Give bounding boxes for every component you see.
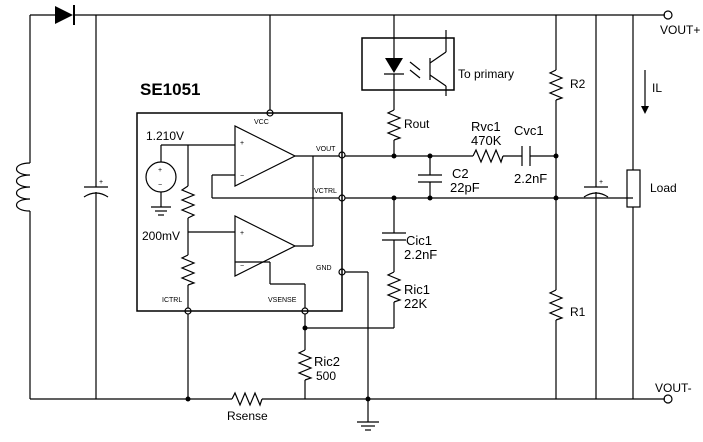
junction-gnd-rail: [365, 396, 371, 402]
resistor-rvc1: Rvc1 470K: [430, 119, 522, 164]
resistor-ric1: Ric1 22K: [305, 271, 430, 329]
ic-internal-wiring: 200mV: [142, 144, 339, 308]
pin-vout-label: VOUT: [316, 146, 336, 153]
resistor-r2: R2: [548, 15, 586, 290]
il-label: IL: [652, 81, 662, 95]
ref-voltage-label: 1.210V: [146, 129, 184, 143]
capacitor-right-plus: +: [599, 179, 603, 186]
cvc1-value: 2.2nF: [514, 171, 547, 186]
optocoupler: To primary: [361, 30, 514, 96]
rvc1-name: Rvc1: [471, 119, 501, 134]
ref-plus: +: [158, 167, 162, 174]
ic-package: SE1051: [136, 80, 343, 312]
pin-vout: [338, 151, 346, 159]
r2-label: R2: [570, 77, 586, 91]
transformer-secondary-winding: [15, 15, 31, 399]
load-current-arrow: IL: [641, 70, 662, 114]
vout-minus-label: VOUT-: [655, 381, 692, 395]
vout-plus-label: VOUT+: [660, 23, 700, 37]
c2-value: 22pF: [450, 180, 480, 195]
ric2-value: 500: [316, 369, 336, 383]
ic-name: SE1051: [140, 80, 201, 99]
resistor-rout: Rout: [386, 90, 430, 156]
cic1-value: 2.2nF: [404, 247, 437, 262]
pin-ictrl-label: ICTRL: [162, 297, 182, 304]
resistor-rsense: Rsense: [227, 391, 268, 423]
opamp2-plus: +: [240, 230, 244, 237]
capacitor-cvc1: Cvc1 2.2nF: [514, 123, 556, 186]
output-capacitor-right: +: [583, 15, 609, 399]
opamp2-minus: −: [240, 263, 244, 270]
junction-vout: [391, 153, 397, 159]
gnd-connection: [345, 271, 379, 431]
ric1-name: Ric1: [404, 282, 430, 297]
rvc1-value: 470K: [471, 133, 502, 148]
output-diode: [55, 5, 75, 25]
c2-name: C2: [452, 166, 469, 181]
junction-vsense: [302, 325, 308, 331]
opamp1-plus: +: [240, 140, 244, 147]
load-label: Load: [650, 181, 677, 195]
pin-vsense-label: VSENSE: [268, 297, 297, 304]
r1-label: R1: [570, 305, 586, 319]
output-capacitor-left: +: [83, 15, 109, 399]
terminal-vout-minus: VOUT-: [655, 381, 692, 404]
ref-minus: −: [158, 182, 162, 189]
junction-ictrl-rail: [185, 396, 191, 402]
ric1-value: 22K: [404, 296, 427, 311]
resistor-r1: R1: [548, 289, 586, 399]
ric2-name: Ric2: [314, 354, 340, 369]
cvc1-name: Cvc1: [514, 123, 544, 138]
rsense-label: Rsense: [227, 409, 268, 423]
rout-label: Rout: [404, 117, 430, 131]
opamp-current: + −: [234, 215, 297, 277]
pin-vctrl-label: VCTRL: [314, 188, 337, 195]
capacitor-cic1: Cic1 2.2nF: [382, 198, 437, 272]
opamp1-minus: −: [240, 173, 244, 180]
load: Load: [626, 15, 677, 399]
capacitor-plus-sign: +: [99, 179, 103, 186]
pin-vcc-label: VCC: [254, 119, 269, 126]
to-primary-label: To primary: [458, 67, 514, 81]
cic1-name: Cic1: [406, 233, 432, 248]
opamp-voltage: + −: [234, 125, 297, 187]
terminal-vout-plus: VOUT+: [660, 10, 700, 37]
ref-200mv-label: 200mV: [142, 229, 180, 243]
resistor-ric2: Ric2 500: [297, 349, 340, 399]
pin-gnd-label: GND: [316, 265, 332, 272]
reference-voltage-source: + − 1.210V: [145, 129, 184, 216]
capacitor-c2: C2 22pF: [418, 156, 480, 198]
